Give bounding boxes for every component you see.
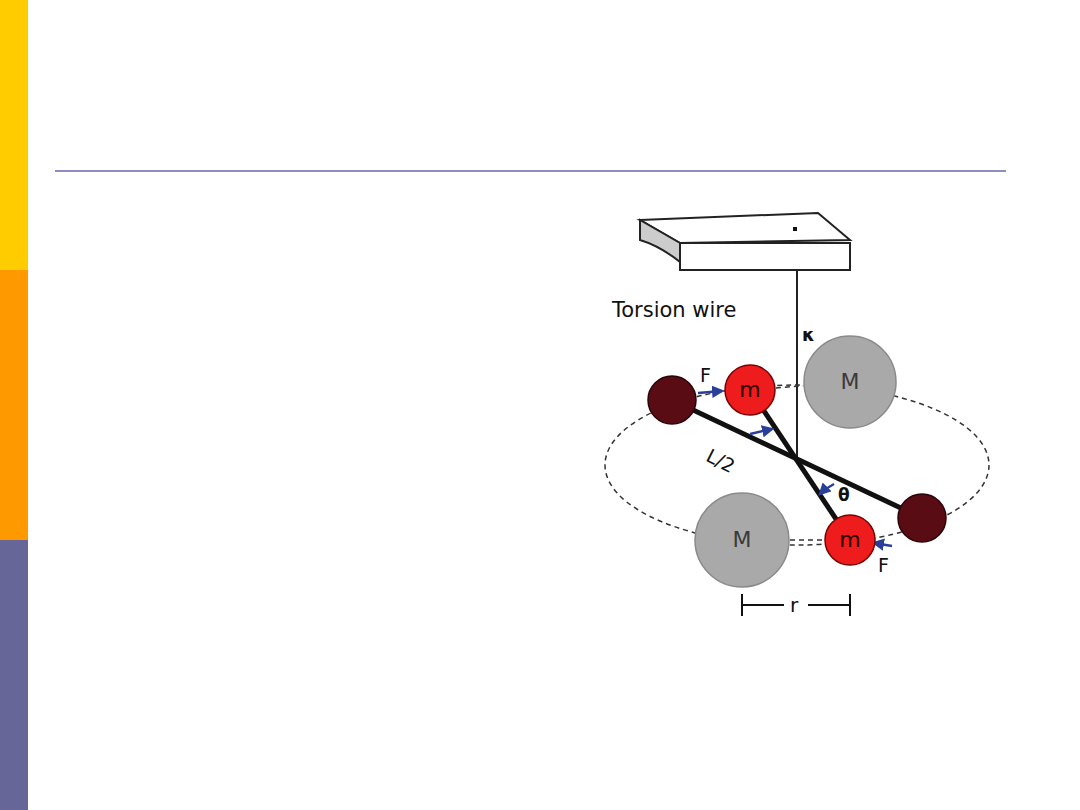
length-label: L/2 [703, 446, 738, 476]
rest-ball [898, 494, 946, 542]
test-mass: m [824, 514, 876, 566]
force-label: F [700, 366, 711, 385]
wire-label: Torsion wire [612, 300, 736, 321]
circle-shape [695, 493, 789, 587]
side-bar-yellow [0, 0, 28, 270]
circle-shape [825, 515, 875, 565]
dimension-label: r [790, 595, 798, 615]
rest-ball [648, 376, 696, 424]
length-arrow [750, 429, 772, 434]
circle-shape [725, 365, 775, 415]
orbit-connector [790, 539, 824, 541]
source-mass: M [803, 335, 897, 429]
title-rule [55, 170, 1006, 172]
mass-label: m [739, 379, 760, 401]
angle-label: θ [838, 487, 850, 504]
dimension-line [742, 604, 784, 606]
orbit-connector [776, 386, 803, 388]
force-arrow [874, 543, 892, 546]
ceiling-support-front [680, 243, 850, 270]
mass-label: M [841, 371, 860, 393]
torsion-wire [796, 270, 798, 458]
mass-label: M [733, 529, 752, 551]
torsion-constant: κ [802, 326, 815, 344]
side-bar-orange [0, 270, 28, 540]
circle-shape [804, 336, 896, 428]
ceiling-hole [793, 227, 797, 231]
angle-arrow [820, 484, 834, 494]
ceiling-support-curl [640, 220, 680, 262]
force-arrow [698, 391, 722, 393]
source-mass: M [694, 492, 790, 588]
side-bar-purple [0, 540, 28, 810]
force-label: F [878, 556, 889, 575]
dimension-line [808, 604, 850, 606]
mass-label: m [839, 529, 860, 551]
test-mass: m [724, 364, 776, 416]
